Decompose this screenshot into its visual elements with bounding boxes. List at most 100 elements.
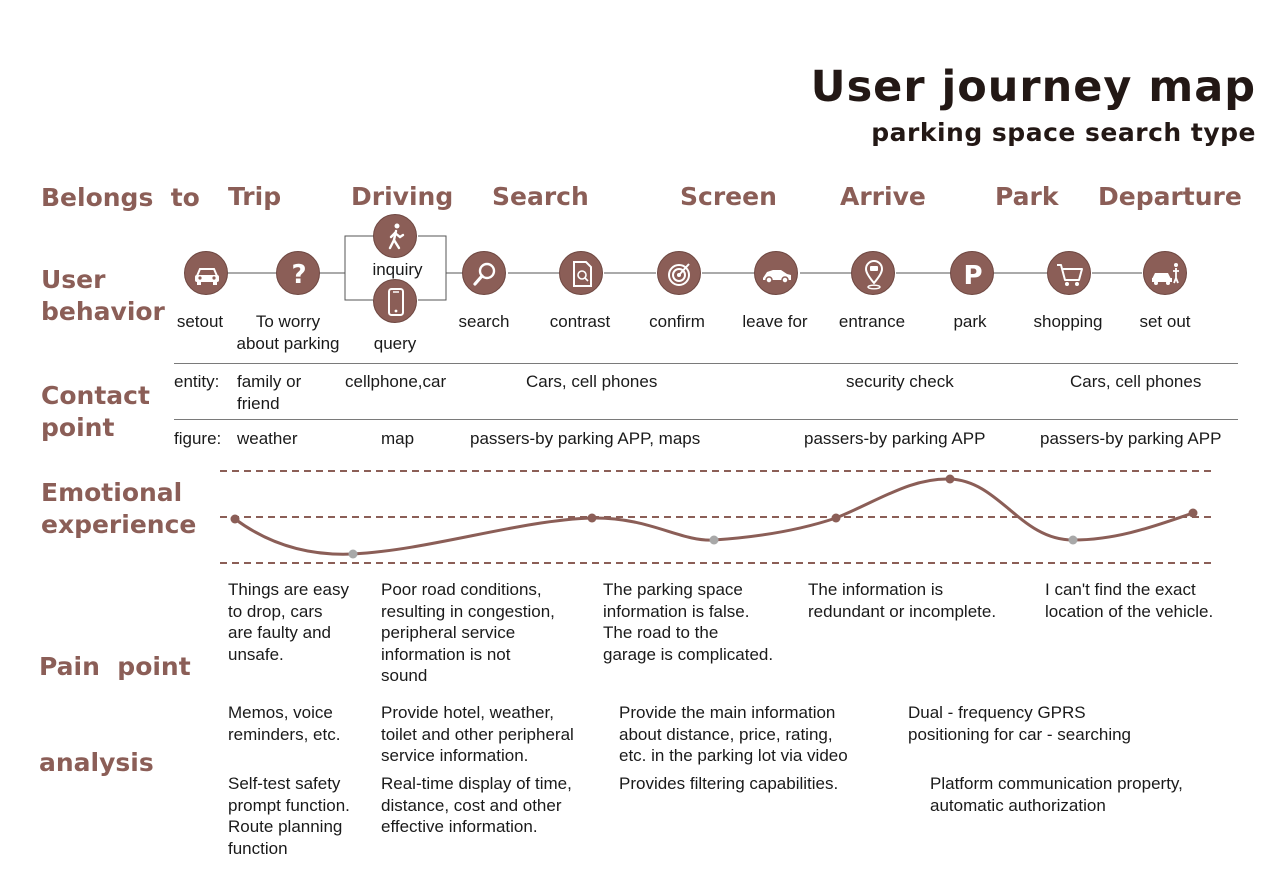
figure-map: map [381, 429, 415, 448]
pain-point-trip: Things are easy to drop, cars are faulty… [228, 579, 349, 665]
stage-trip: Trip [228, 182, 282, 211]
solution-1-driving: Provide hotel, weather, toilet and other… [381, 702, 574, 767]
page-subtitle: parking space search type [871, 118, 1256, 147]
behavior-set-out: set out [1139, 312, 1191, 331]
row-label-user-behavior: User behavior [41, 264, 165, 328]
emotion-curve [234, 477, 1194, 556]
page-title: User journey map [810, 62, 1256, 112]
text-line: peripheral service [381, 623, 516, 642]
car-person-icon [1143, 251, 1187, 295]
emotion-point-departure [1188, 508, 1198, 518]
figure-label: figure: [174, 429, 222, 448]
emotion-point-screen [709, 535, 719, 545]
solution-2-park: Platform communication property, automat… [930, 773, 1183, 816]
pain-point-arrive: The information is redundant or incomple… [808, 579, 996, 622]
stage-arrive: Arrive [840, 182, 926, 211]
behavior-worry: To worry about parking [226, 311, 350, 354]
behavior-contrast: contrast [549, 312, 611, 331]
solution-1-search: Provide the main information about dista… [619, 702, 848, 767]
text-line: Self-test safety [228, 774, 341, 793]
document-icon [559, 251, 603, 295]
magnifier-icon [462, 251, 506, 295]
pain-point-departure: I can't find the exact location of the v… [1045, 579, 1213, 622]
pain-point-search: The parking space information is false. … [603, 579, 773, 665]
text-line: garage is complicated. [603, 644, 774, 664]
text-line: Route planning [228, 817, 343, 836]
text-line: I can't find the exact [1045, 580, 1196, 599]
text-line: The road to the [603, 623, 719, 642]
row-label-line: behavior [41, 297, 165, 326]
behavior-entrance: entrance [838, 312, 906, 331]
row-label-line: analysis [39, 748, 154, 777]
behavior-shopping: shopping [1033, 312, 1103, 331]
shopping-cart-icon [1047, 251, 1091, 295]
question-icon: ? [276, 251, 320, 295]
emotion-point-park-high [945, 474, 955, 484]
parking-pin-icon [851, 251, 895, 295]
stage-search: Search [492, 182, 589, 211]
text-line: automatic authorization [930, 795, 1106, 815]
text-line: Memos, voice [228, 703, 333, 722]
row-label-line: User [41, 265, 106, 294]
text-line: information is not [381, 644, 511, 664]
text-line: The parking space [603, 580, 743, 599]
row-label-belongs: Belongs to [41, 183, 200, 212]
stage-driving: Driving [351, 182, 454, 211]
emotion-point-park-low [1068, 535, 1078, 545]
text-line: service information. [381, 746, 529, 765]
entity-label: entity: [174, 372, 220, 391]
stage-park: Park [995, 182, 1059, 211]
behavior-search: search [458, 312, 510, 331]
sedan-icon [754, 251, 798, 295]
entity-cars-phones-1: Cars, cell phones [526, 372, 658, 391]
behavior-worry-line: To worry [255, 312, 321, 331]
text-line: Dual - frequency GPRS [908, 703, 1086, 722]
text-line: Poor road conditions, [381, 580, 542, 599]
behavior-leave-for: leave for [742, 312, 808, 331]
text-line: about distance, price, rating, [619, 724, 833, 744]
row-label-emotional-experience: Emotional experience [41, 477, 196, 541]
text-line: toilet and other peripheral [381, 724, 574, 744]
figure-weather: weather [237, 429, 298, 448]
behavior-park: park [953, 312, 987, 331]
text-line: sound [381, 666, 428, 685]
text-line: are faulty and [228, 623, 332, 642]
solution-1-park: Dual - frequency GPRS positioning for ca… [908, 702, 1131, 745]
solution-2-trip: Self-test safety prompt function. Route … [228, 773, 350, 859]
figure-app-maps: passers-by parking APP, maps [470, 429, 701, 448]
walking-person-icon [373, 214, 417, 258]
emotion-point-driving [348, 549, 358, 559]
text-line: redundant or incomplete. [808, 601, 997, 621]
text-line: effective information. [381, 817, 538, 836]
text-line: distance, cost and other [381, 795, 562, 815]
solution-2-search: Provides filtering capabilities. [619, 773, 838, 795]
text-line: Platform communication property, [930, 774, 1183, 793]
svg-text:P: P [963, 261, 982, 291]
parking-p-icon: P [950, 251, 994, 295]
entity-cellphone-car: cellphone,car [345, 372, 447, 391]
row-label-line: Pain point [39, 652, 191, 681]
behavior-confirm: confirm [649, 312, 705, 331]
phone-icon [373, 279, 417, 323]
text-line: The information is [808, 580, 944, 599]
emotion-point-arrive [831, 513, 841, 523]
text-line: Provide hotel, weather, [381, 703, 554, 722]
entity-family-line: friend [237, 393, 280, 413]
entity-family: family or friend [237, 371, 301, 414]
emotion-point-trip [230, 514, 240, 524]
text-line: resulting in congestion, [381, 601, 555, 621]
figure-app-2: passers-by parking APP [1040, 429, 1222, 448]
row-label-contact-point: Contact point [41, 380, 150, 444]
entity-family-line: family or [237, 372, 302, 391]
row-label-line: point [41, 413, 115, 442]
target-icon [657, 251, 701, 295]
text-line: Real-time display of time, [381, 774, 572, 793]
text-line: prompt function. [228, 795, 350, 815]
stage-screen: Screen [680, 182, 777, 211]
text-line: reminders, etc. [228, 724, 341, 744]
row-label-pain-point: Pain point analysis [39, 587, 191, 811]
text-line: Things are easy [228, 580, 349, 599]
entity-security-check: security check [846, 372, 954, 391]
